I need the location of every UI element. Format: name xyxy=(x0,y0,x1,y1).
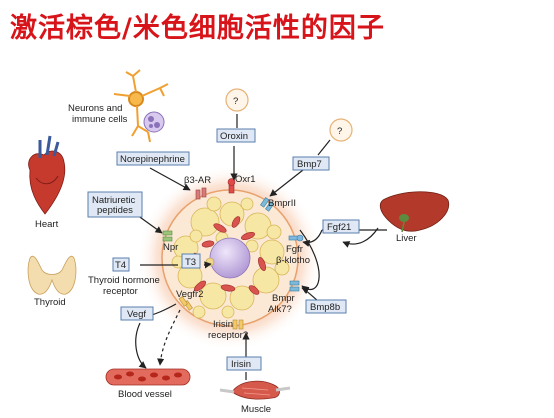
alk7-label: Alk7? xyxy=(268,304,292,315)
bmp7-label: Bmp7 xyxy=(297,159,322,170)
vegfr2-label: Vegfr2 xyxy=(176,289,203,300)
irisin-label: Irisin xyxy=(231,359,251,370)
heart-icon xyxy=(28,135,66,215)
vegf-label: Vegf xyxy=(127,309,146,320)
muscle-label: Muscle xyxy=(241,404,271,415)
blood-vessel-label: Blood vessel xyxy=(118,389,172,400)
irisin-box xyxy=(226,356,262,371)
npr-label: Npr xyxy=(163,242,178,253)
bmp7-box xyxy=(292,156,330,171)
bmp7-question-mark: ? xyxy=(337,126,342,137)
orexin-box xyxy=(216,128,256,143)
receptor-oxr1 xyxy=(227,178,236,194)
liver-icon xyxy=(379,191,450,233)
blood-vessel-icon xyxy=(105,368,191,386)
signal-arrows xyxy=(135,114,388,380)
t4-box xyxy=(112,257,130,272)
bmprii-label: BmprII xyxy=(268,198,296,209)
fgfr-label-line2: β-klotho xyxy=(276,255,310,266)
receptor-fgfr xyxy=(288,234,304,242)
fgfr-label-line1: Fgfr xyxy=(286,244,303,255)
thyroid-receptor-label-line2: receptor xyxy=(103,286,138,297)
t3-label: T3 xyxy=(185,257,196,268)
norepinephrine-box xyxy=(116,151,190,166)
bmp8b-label: Bmp8b xyxy=(310,302,340,313)
orexin-question-mark: ? xyxy=(233,96,238,107)
liver-label: Liver xyxy=(396,233,417,244)
nucleus xyxy=(209,237,251,279)
natriuretic-label-line1: Natriuretic xyxy=(92,195,136,206)
natriuretic-box xyxy=(87,191,143,218)
muscle-icon xyxy=(219,380,291,400)
irisin-receptor-label-line2: receptor? xyxy=(208,330,248,341)
bmp8b-box xyxy=(305,299,347,314)
t3-box xyxy=(181,253,201,269)
vegf-box xyxy=(120,306,154,321)
fgf21-label: Fgf21 xyxy=(327,222,351,233)
neuron-icon xyxy=(113,69,169,143)
immune-cell-icon xyxy=(143,111,165,133)
thyroid-label: Thyroid xyxy=(34,297,66,308)
norepinephrine-label: Norepinephrine xyxy=(120,154,185,165)
neurons-label-line1: Neurons and xyxy=(68,103,122,114)
fgf21-box xyxy=(322,219,360,234)
bmpr-label: Bmpr xyxy=(272,293,295,304)
page-title: 激活棕色/米色细胞活性的因子 xyxy=(10,13,385,44)
receptor-bmprii xyxy=(260,197,275,212)
receptor-b3ar xyxy=(195,187,207,200)
oxr1-label: Oxr1 xyxy=(235,174,256,185)
receptor-irisin xyxy=(232,319,244,330)
neurons-label-line2: immune cells xyxy=(72,114,128,125)
orexin-label: Oroxin xyxy=(220,131,248,142)
unknown-orexin-source xyxy=(225,88,249,112)
receptor-bmpr-alk7 xyxy=(289,280,300,292)
thyroid-receptor-label-line1: Thyroid hormone xyxy=(88,275,160,286)
unknown-bmp7-source xyxy=(329,118,353,142)
t4-label: T4 xyxy=(115,260,126,271)
receptor-npr xyxy=(162,230,173,242)
receptor-vegfr2 xyxy=(178,296,193,311)
thyroid-icon xyxy=(27,255,77,295)
natriuretic-label-line2: peptides xyxy=(97,205,133,216)
heart-label: Heart xyxy=(35,219,59,230)
lipid-droplets xyxy=(171,196,290,319)
irisin-receptor-label-line1: Irisin xyxy=(213,319,233,330)
b3ar-label: β3-AR xyxy=(184,175,211,186)
